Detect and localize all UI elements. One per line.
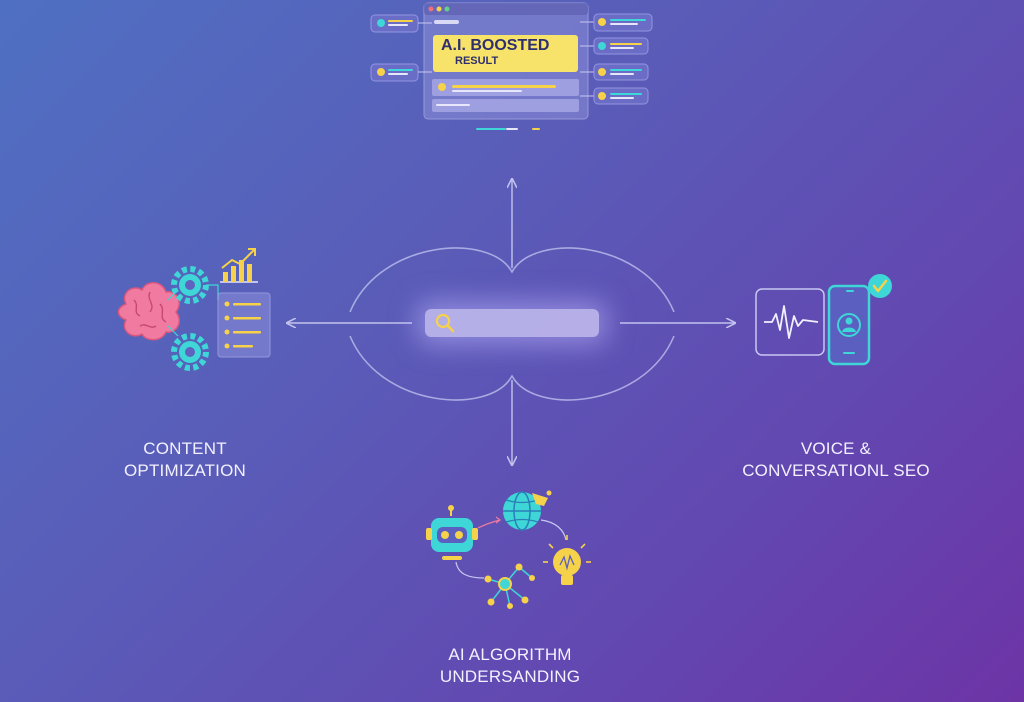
result-title-line1: A.I. BOOSTED bbox=[441, 37, 550, 54]
window-dot-green bbox=[444, 6, 450, 12]
floating-chip-right bbox=[580, 63, 649, 81]
chart-icon bbox=[220, 248, 258, 283]
lightbulb-icon bbox=[543, 535, 591, 585]
globe-icon bbox=[503, 490, 552, 531]
voice-seo-label-line2: CONVERSATIONL SEO bbox=[742, 461, 930, 480]
voice-seo-label: VOICE & CONVERSATIONL SEO bbox=[720, 438, 952, 482]
floating-chip-right bbox=[580, 87, 649, 105]
floating-chip-right bbox=[580, 37, 649, 55]
window-dot-red bbox=[428, 6, 434, 12]
gear-icon bbox=[171, 333, 209, 371]
content-optimization-label: CONTENT OPTIMIZATION bbox=[85, 438, 285, 482]
waveform-icon bbox=[755, 288, 825, 356]
checklist-icon bbox=[217, 292, 271, 358]
content-optimization-label-line2: OPTIMIZATION bbox=[123, 461, 247, 480]
brain-icon bbox=[117, 282, 180, 341]
search-icon bbox=[435, 313, 455, 333]
ai-algorithm-label: AI ALGORITHM UNDERSANDING bbox=[400, 644, 620, 688]
central-search-bar bbox=[425, 309, 599, 337]
lens-lower-curve bbox=[349, 335, 675, 401]
checkmark-badge-icon bbox=[868, 274, 892, 298]
floating-chip-left bbox=[370, 14, 432, 33]
lens-upper-curve bbox=[349, 247, 675, 313]
result-row bbox=[432, 99, 579, 112]
ai-algorithm-label-line2: UNDERSANDING bbox=[439, 667, 581, 686]
network-icon bbox=[484, 563, 535, 609]
ai-algorithm-label-line1: AI ALGORITHM bbox=[448, 645, 572, 664]
floating-chip-right bbox=[580, 13, 653, 32]
floating-chip-left bbox=[370, 63, 432, 82]
content-optimization-label-line1: CONTENT bbox=[143, 439, 227, 458]
voice-seo-label-line1: VOICE & bbox=[800, 439, 872, 458]
window-dot-yellow bbox=[436, 6, 442, 12]
robot-icon bbox=[426, 505, 478, 560]
smartphone-icon bbox=[827, 284, 871, 366]
result-title-line2: RESULT bbox=[455, 55, 499, 67]
ai-boosted-result-highlight: A.I. BOOSTED RESULT bbox=[433, 35, 578, 72]
